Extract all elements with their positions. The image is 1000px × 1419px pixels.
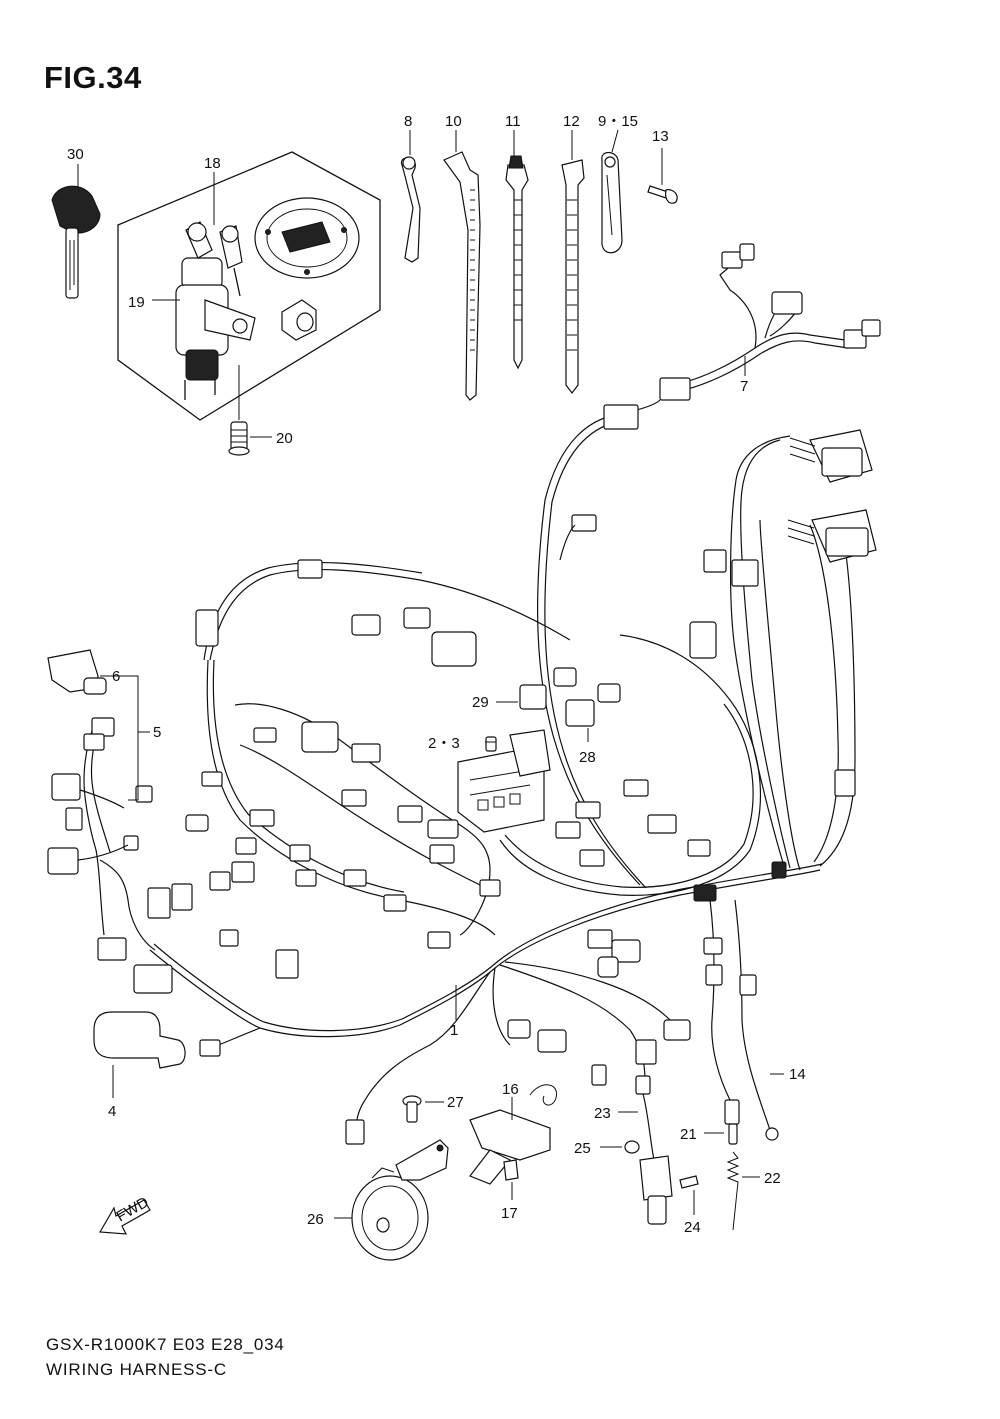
lock-cylinder-drawing bbox=[281, 299, 317, 341]
callout-8: 8 bbox=[404, 113, 412, 130]
fwd-arrow-label: FWD bbox=[114, 1194, 152, 1226]
callout-22: 22 bbox=[764, 1170, 781, 1187]
section-name: WIRING HARNESS-C bbox=[46, 1360, 227, 1379]
boot-4-group bbox=[93, 1011, 186, 1098]
callout-20: 20 bbox=[276, 430, 293, 447]
relay-29-drawing bbox=[519, 684, 547, 710]
callout-28: 28 bbox=[579, 749, 596, 766]
ignition-switch-drawing bbox=[175, 221, 256, 400]
callout-labels: 30 18 19 20 8 10 11 12 9・15 13 7 6 5 29 … bbox=[67, 113, 806, 1236]
callout-1: 1 bbox=[450, 1022, 458, 1039]
screw-20-drawing bbox=[228, 421, 250, 456]
horn-26-group bbox=[334, 1095, 449, 1261]
callout-29: 29 bbox=[472, 694, 489, 711]
callout-18: 18 bbox=[204, 155, 221, 172]
fuse-box-drawing bbox=[457, 729, 551, 833]
callout-2-3: 2・3 bbox=[428, 735, 460, 752]
callout-5: 5 bbox=[153, 724, 161, 741]
callout-4: 4 bbox=[108, 1103, 116, 1120]
figure-title: FIG.34 bbox=[44, 60, 142, 95]
callout-10: 10 bbox=[445, 113, 462, 130]
ignition-set-box bbox=[117, 151, 381, 421]
callout-23: 23 bbox=[594, 1105, 611, 1122]
relay-28-drawing bbox=[565, 699, 595, 727]
callout-21: 21 bbox=[680, 1126, 697, 1143]
sensor-21-group bbox=[704, 1073, 784, 1231]
leader-lines bbox=[455, 701, 589, 1020]
callout-7: 7 bbox=[740, 378, 748, 395]
callout-11: 11 bbox=[505, 113, 521, 130]
callout-12: 12 bbox=[563, 113, 580, 130]
clamps-ties-group bbox=[400, 129, 678, 401]
bracket-16-group bbox=[469, 1084, 557, 1200]
callout-13: 13 bbox=[652, 128, 669, 145]
connectors-group bbox=[133, 549, 856, 1145]
fwd-arrow: FWD bbox=[98, 1194, 152, 1235]
key-drawing bbox=[51, 185, 101, 299]
switch-23-group bbox=[600, 1075, 699, 1225]
main-harness-group bbox=[99, 399, 877, 1141]
fuel-cap-drawing bbox=[254, 197, 360, 279]
callout-24: 24 bbox=[684, 1219, 701, 1236]
sub-harness-7-group bbox=[659, 243, 881, 401]
model-code: GSX-R1000K7 E03 E28_034 bbox=[46, 1335, 285, 1354]
callout-17: 17 bbox=[501, 1205, 518, 1222]
callout-30: 30 bbox=[67, 146, 84, 163]
callout-14: 14 bbox=[789, 1066, 806, 1083]
harness-5-group bbox=[47, 649, 153, 961]
callout-9-15: 9・15 bbox=[598, 113, 638, 130]
callout-27: 27 bbox=[447, 1094, 464, 1111]
ignition-set-group bbox=[51, 151, 381, 456]
callout-19: 19 bbox=[128, 294, 145, 311]
callout-16: 16 bbox=[502, 1081, 519, 1098]
callout-25: 25 bbox=[574, 1140, 591, 1157]
callout-26: 26 bbox=[307, 1211, 324, 1228]
callout-6: 6 bbox=[112, 668, 120, 685]
